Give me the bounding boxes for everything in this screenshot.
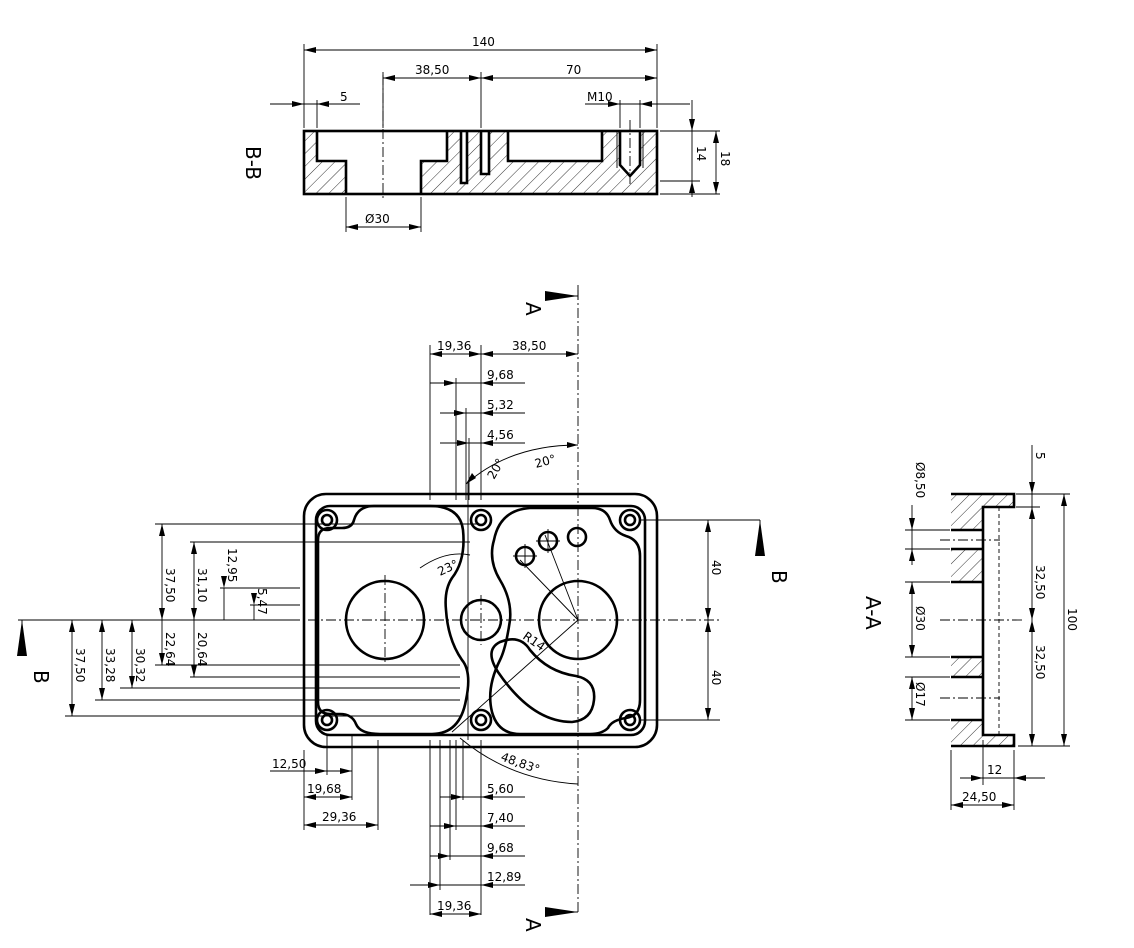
dim-aa-width: 24,50: [962, 790, 996, 804]
section-aa-view: Ø8,50 Ø30 Ø17 5 32,50 32,50 100: [861, 445, 1079, 810]
kidney-slot: [490, 638, 596, 724]
dim-bottom-2: 7,40: [487, 811, 514, 825]
dim-bl-2: 19,68: [307, 782, 341, 796]
dim-left-8: 22,64: [163, 632, 177, 666]
dim-top-2: 38,50: [512, 339, 546, 353]
plan-view: A A B B 19,36 38,50 9,68 5,32: [17, 285, 791, 932]
dim-aa-lower: 32,50: [1033, 645, 1047, 679]
section-mark-a-top: A: [521, 302, 545, 316]
dim-aa-upper: 32,50: [1033, 565, 1047, 599]
dim-bottom-3: 9,68: [487, 841, 514, 855]
dim-left-5: 37,50: [73, 648, 87, 682]
dim-top-4: 5,32: [487, 398, 514, 412]
dim-bb-overall: 140: [472, 35, 495, 49]
section-mark-b-left: B: [29, 670, 53, 684]
dim-aa-top: 5: [1033, 452, 1047, 460]
bb-pocket-left: [315, 131, 348, 194]
dim-bb-height: 18: [718, 151, 732, 166]
dim-bb-depth: 14: [694, 146, 708, 161]
dim-left-2: 31,10: [195, 568, 209, 602]
left-pocket: [316, 504, 470, 736]
plate-outline: [302, 492, 659, 749]
dim-bottom-1: 5,60: [487, 782, 514, 796]
dim-bottom-5: 19,36: [437, 899, 471, 913]
dim-bb-thread: M10: [587, 90, 613, 104]
dim-bb-right: 70: [566, 63, 581, 77]
dim-left-7: 30,32: [133, 648, 147, 682]
bb-pocket-right: [419, 131, 449, 194]
dim-left-3: 12,95: [225, 548, 239, 582]
dim-bb-center: 38,50: [415, 63, 449, 77]
dim-aa-hole2: Ø17: [913, 682, 927, 707]
dim-aa-hole1: Ø8,50: [913, 462, 927, 498]
dim-bb-edge: 5: [340, 90, 348, 104]
dim-bottom-4: 12,89: [487, 870, 521, 884]
dim-bl-1: 12,50: [272, 757, 306, 771]
section-mark-b-right: B: [767, 570, 791, 584]
section-aa-label: A-A: [861, 596, 885, 630]
dim-left-9: 20,64: [195, 632, 209, 666]
small-hole-3: [566, 526, 588, 548]
dim-aa-thick: 12: [987, 763, 1002, 777]
dim-left-4: 5,47: [255, 588, 269, 615]
aa-outline: [951, 492, 1016, 748]
dim-top-1: 19,36: [437, 339, 471, 353]
section-bb-label: B-B: [241, 146, 265, 180]
dim-aa-overall: 100: [1065, 608, 1079, 631]
section-mark-a-bottom: A: [521, 918, 545, 932]
angle-2: 20°: [533, 452, 557, 471]
bb-pocket-2: [506, 131, 604, 163]
dim-right-lower: 40: [709, 670, 723, 685]
angle-3: 23°: [435, 557, 460, 579]
dim-bl-3: 29,36: [322, 810, 356, 824]
dim-right-upper: 40: [709, 560, 723, 575]
dim-left-1: 37,50: [163, 568, 177, 602]
dim-bb-bore: Ø30: [365, 212, 390, 226]
dim-top-5: 4,56: [487, 428, 514, 442]
dim-top-3: 9,68: [487, 368, 514, 382]
corner-holes: [315, 508, 642, 732]
dim-left-6: 33,28: [103, 648, 117, 682]
section-bb-view: 140 38,50 70 5 M10 14 18: [241, 35, 732, 232]
dim-aa-bore: Ø30: [913, 606, 927, 631]
